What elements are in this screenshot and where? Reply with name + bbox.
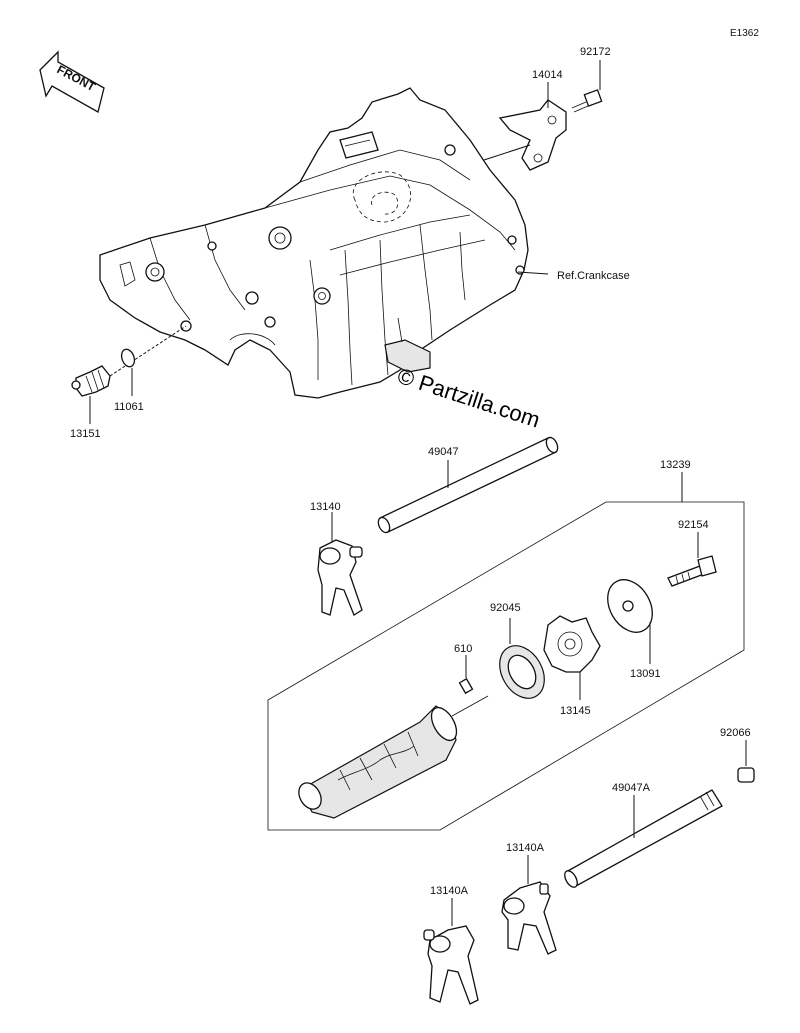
- label-13091: 13091: [630, 668, 661, 680]
- label-13145: 13145: [560, 705, 591, 717]
- shaft-49047: [377, 436, 559, 534]
- shift-fork-13140: [317, 539, 363, 616]
- bracket-14014: [498, 99, 567, 171]
- watermark: © Partzilla.com: [394, 363, 543, 433]
- shift-fork-13140A-left: [423, 925, 479, 1005]
- label-13140A-left: 13140A: [430, 885, 469, 897]
- label-13151: 13151: [70, 428, 101, 440]
- label-13140A-right: 13140A: [506, 842, 545, 854]
- shift-drum: [298, 695, 489, 819]
- label-49047: 49047: [428, 446, 459, 458]
- collar-92066: [737, 767, 755, 783]
- ref-crankcase-label: Ref.Crankcase: [557, 270, 630, 282]
- label-92172: 92172: [580, 46, 611, 58]
- washer-11061: [120, 348, 136, 368]
- crankcase-drawing: [99, 87, 529, 399]
- diagram-code: E1362: [730, 28, 759, 39]
- label-13140: 13140: [310, 501, 341, 513]
- bolt-92154: [667, 555, 717, 587]
- assembly-frame-13239: [267, 501, 745, 831]
- label-610: 610: [454, 643, 472, 655]
- label-92154: 92154: [678, 519, 709, 531]
- plate-13091: [607, 579, 653, 633]
- shaft-49047A: [564, 789, 723, 888]
- label-49047A: 49047A: [612, 782, 651, 794]
- star-cam-13145: [543, 615, 601, 673]
- label-92066: 92066: [720, 727, 751, 739]
- bearing-92045: [499, 645, 545, 699]
- shift-fork-13140A-right: [501, 881, 557, 955]
- neutral-switch-13151: [71, 365, 111, 397]
- label-14014: 14014: [532, 69, 563, 81]
- bolt-92172: [571, 89, 603, 113]
- pin-610: [458, 677, 474, 695]
- label-92045: 92045: [490, 602, 521, 614]
- label-13239: 13239: [660, 459, 691, 471]
- front-arrow-icon: FRONT: [39, 50, 105, 113]
- label-11061: 11061: [114, 401, 144, 413]
